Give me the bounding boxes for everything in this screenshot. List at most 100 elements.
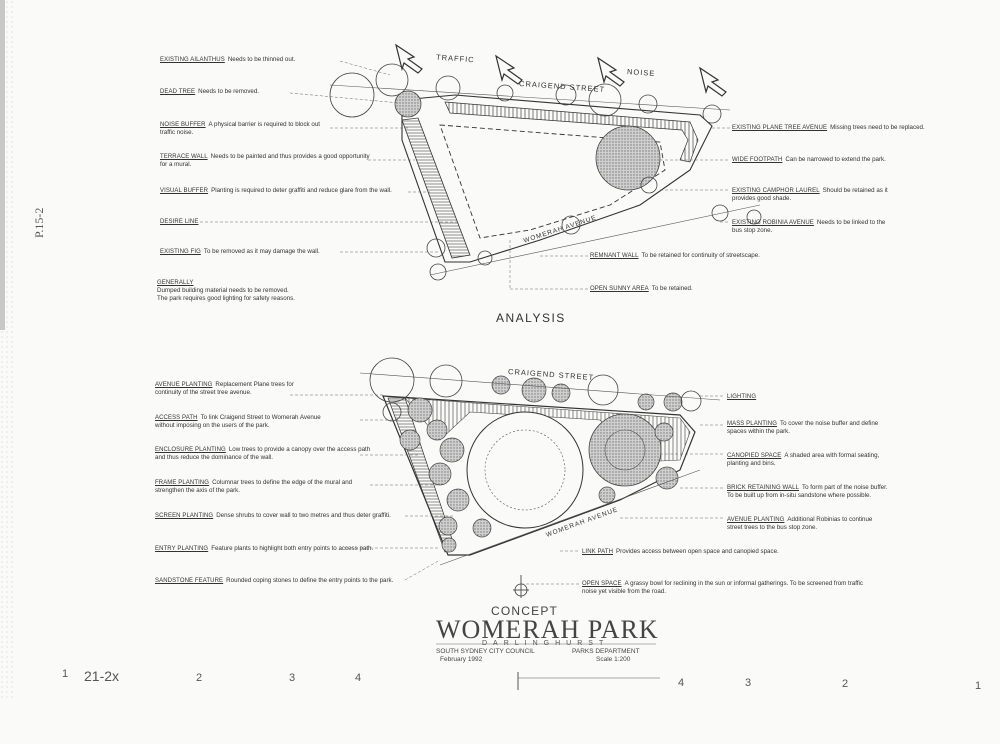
concept-canopied-space (588, 413, 662, 487)
analysis-label-desc: Planting is required to deter graffiti a… (211, 187, 392, 194)
scan-edge-dark (0, 0, 5, 330)
concept-boundary (382, 395, 696, 556)
concept-open-space-inner (484, 429, 566, 511)
analysis-label-desc: Needs to be linked to the (816, 219, 886, 226)
concept-label-heading: FRAME PLANTING (155, 480, 210, 486)
generally-line1: Dumped building material needs to be rem… (157, 287, 289, 295)
department-label: PARKS DEPARTMENT (572, 648, 640, 655)
analysis-terrace-wall (401, 117, 471, 259)
analysis-label-heading: EXISTING PLANE TREE AVENUE (732, 125, 828, 131)
concept-avenue-tree (680, 390, 702, 412)
ruler-number: 4 (678, 677, 685, 689)
concept-label-desc: Low trees to provide a canopy over the a… (228, 446, 371, 453)
concept-label-desc: Rounded coping stones to define the entr… (226, 577, 394, 584)
concept-label-desc2: continuity of the street tree avenue. (155, 389, 252, 397)
concept-label-heading: BRICK RETAINING WALL (727, 485, 800, 491)
analysis-label-desc2: bus stop zone. (732, 227, 773, 235)
concept-tree (654, 422, 674, 442)
analysis-tree (375, 63, 409, 97)
analysis-tree (711, 204, 729, 222)
concept-label-desc: A grassy bowl for reclining in the sun o… (624, 580, 864, 587)
concept-label-desc2: strengthen the axis of the park. (155, 487, 240, 495)
analysis-label-heading: EXISTING CAMPHOR LAUREL (732, 188, 820, 194)
concept-label-heading: AVENUE PLANTING (727, 517, 785, 523)
analysis-camphor-laurel (595, 125, 661, 191)
concept-avenue-tree (429, 364, 463, 398)
analysis-label-desc: A physical barrier is required to block … (208, 121, 320, 128)
concept-label-desc2: To be built up from in-situ sandstone wh… (727, 492, 872, 500)
concept-label-desc: To cover the noise buffer and define (779, 420, 879, 427)
analysis-dead-tree (394, 90, 422, 118)
analysis-tree (555, 84, 577, 106)
concept-label-heading: LINK PATH (582, 549, 614, 555)
concept-label-heading: MASS PLANTING (727, 421, 777, 427)
concept-label-heading: ACCESS PATH (155, 415, 198, 421)
concept-plan (290, 357, 725, 598)
concept-womerah-edge (439, 469, 701, 566)
concept-tree (407, 397, 433, 423)
analysis-tree (638, 94, 658, 114)
analysis-tree (426, 238, 446, 258)
concept-tree (428, 462, 452, 486)
analysis-label-heading: EXISTING FIG (160, 249, 201, 255)
concept-label: LIGHTING (727, 393, 759, 401)
analysis-label-heading: EXISTING ROBINIA AVENUE (732, 220, 814, 226)
concept-tree (446, 488, 470, 512)
council-label: SOUTH SYDNEY CITY COUNCIL (436, 648, 535, 655)
concept-label-heading: SANDSTONE FEATURE (155, 578, 224, 584)
concept-label-desc2: and thus reduce the dominance of the wal… (155, 454, 273, 462)
analysis-tree (640, 176, 658, 194)
concept-tree (426, 419, 448, 441)
concept-tree (637, 393, 655, 411)
analysis-label-heading: REMNANT WALL (590, 253, 639, 259)
concept-label-desc: To form part of the noise buffer. (802, 484, 888, 491)
concept-label-desc: Provides access between open space and c… (616, 548, 779, 555)
analysis-open-area (439, 124, 666, 239)
analysis-tree (702, 104, 722, 124)
concept-tree (399, 429, 421, 451)
concept-tree (439, 437, 465, 463)
analysis-label-heading: EXISTING AILANTHUS (160, 57, 225, 63)
ruler-number: 1 (62, 668, 69, 680)
analysis-label-heading: WIDE FOOTPATH (732, 157, 783, 163)
concept-label-desc2: without imposing on the users of the par… (155, 422, 270, 430)
concept-tree (491, 375, 511, 395)
analysis-label-desc: Needs to be thinned out. (227, 56, 296, 63)
analysis-label-desc: Should be retained as it (822, 187, 888, 194)
analysis-tree (746, 209, 762, 225)
margin-note: P.15-2 (32, 207, 46, 238)
analysis-tree (435, 75, 461, 101)
analysis-label-desc: Needs to be painted and thus provides a … (210, 153, 370, 160)
analysis-noise-buffer (444, 101, 699, 163)
concept-avenue-tree (382, 402, 402, 422)
concept-label-heading: ENTRY PLANTING (155, 546, 209, 552)
analysis-label-heading: TERRACE WALL (160, 154, 208, 160)
concept-label-desc2: street trees to the bus stop zone. (727, 524, 818, 532)
concept-label-desc: Columnar trees to define the edge of the… (212, 479, 353, 486)
analysis-label-desc: To be removed as it may damage the wall. (203, 248, 320, 255)
scale-ruler (517, 672, 660, 690)
analysis-label-desc2: provides good shade. (732, 195, 792, 203)
concept-tree (655, 466, 679, 490)
generally-line2: The park requires good lighting for safe… (157, 294, 295, 302)
concept-tree (441, 537, 457, 553)
concept-label-desc: Replacement Plane trees for (215, 381, 294, 388)
concept-title: CONCEPT (491, 604, 559, 618)
concept-label-desc2: noise yet visible from the road. (582, 588, 666, 596)
